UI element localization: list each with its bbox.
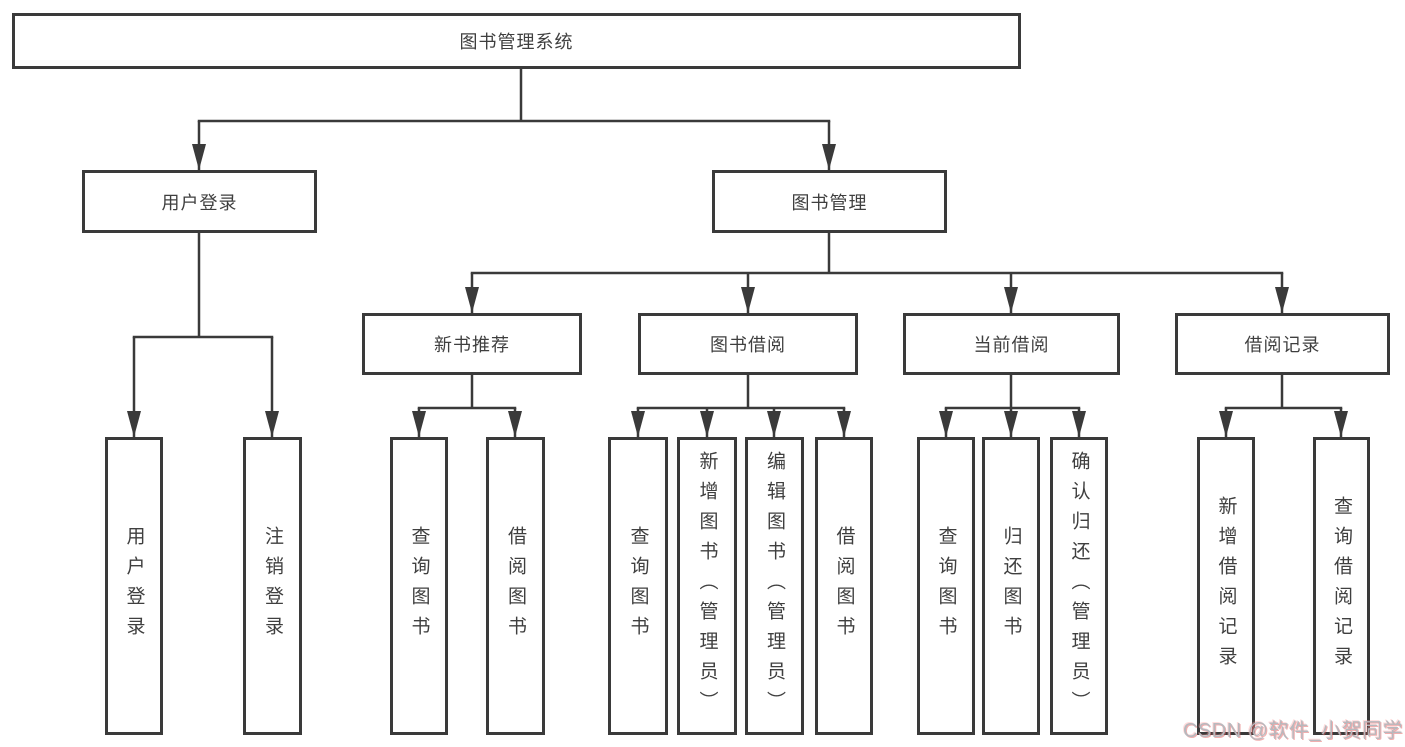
leaf-add-borrow-record-label: 新增借阅记录 bbox=[1215, 496, 1237, 676]
node-borrowing-records: 借阅记录 bbox=[1175, 313, 1390, 375]
leaf-borrow-books-label: 借阅图书 bbox=[833, 526, 855, 646]
leaf-edit-books-admin: 编辑图书（管理员） bbox=[745, 437, 804, 735]
leaf-return-books: 归还图书 bbox=[982, 437, 1040, 735]
leaf-logout: 注销登录 bbox=[243, 437, 302, 735]
node-current-borrowing: 当前借阅 bbox=[903, 313, 1120, 375]
node-user-login: 用户登录 bbox=[82, 170, 317, 233]
node-borrowing-records-label: 借阅记录 bbox=[1244, 335, 1321, 355]
leaf-add-books-admin: 新增图书（管理员） bbox=[677, 437, 737, 735]
node-book-management-label: 图书管理 bbox=[791, 192, 868, 213]
leaf-recommend-query-books-label: 查询图书 bbox=[408, 526, 430, 646]
leaf-return-books-label: 归还图书 bbox=[1000, 526, 1022, 646]
leaf-add-borrow-record: 新增借阅记录 bbox=[1197, 437, 1255, 735]
leaf-query-borrow-record: 查询借阅记录 bbox=[1313, 437, 1370, 735]
leaf-logout-label: 注销登录 bbox=[262, 526, 283, 646]
node-root-system-label: 图书管理系统 bbox=[459, 32, 574, 52]
node-user-login-label: 用户登录 bbox=[161, 192, 238, 213]
node-new-book-recommend: 新书推荐 bbox=[362, 313, 582, 375]
node-book-borrowing: 图书借阅 bbox=[638, 313, 858, 375]
leaf-recommend-borrow-books-label: 借阅图书 bbox=[505, 526, 526, 646]
leaf-current-query-books-label: 查询图书 bbox=[935, 526, 957, 646]
leaf-user-login: 用户登录 bbox=[105, 437, 163, 735]
leaf-confirm-return-admin: 确认归还（管理员） bbox=[1050, 437, 1108, 735]
leaf-confirm-return-admin-label: 确认归还（管理员） bbox=[1068, 451, 1090, 721]
node-book-management: 图书管理 bbox=[712, 170, 947, 233]
leaf-recommend-query-books: 查询图书 bbox=[390, 437, 448, 735]
leaf-user-login-label: 用户登录 bbox=[123, 526, 145, 646]
leaf-recommend-borrow-books: 借阅图书 bbox=[486, 437, 545, 735]
leaf-borrowing-query-books-label: 查询图书 bbox=[627, 526, 649, 646]
leaf-add-books-admin-label: 新增图书（管理员） bbox=[696, 451, 718, 721]
connector-arrows bbox=[127, 121, 1348, 437]
node-current-borrowing-label: 当前借阅 bbox=[973, 335, 1050, 355]
csdn-watermark: CSDN @软件_小贺同学 bbox=[1183, 720, 1404, 742]
leaf-borrow-books: 借阅图书 bbox=[815, 437, 873, 735]
connector-segments bbox=[132, 67, 1343, 410]
node-book-borrowing-label: 图书借阅 bbox=[710, 335, 786, 355]
node-new-book-recommend-label: 新书推荐 bbox=[434, 335, 510, 355]
leaf-current-query-books: 查询图书 bbox=[917, 437, 975, 735]
leaf-edit-books-admin-label: 编辑图书（管理员） bbox=[764, 451, 785, 721]
leaf-query-borrow-record-label: 查询借阅记录 bbox=[1331, 496, 1352, 676]
node-root-system: 图书管理系统 bbox=[12, 13, 1021, 69]
leaf-borrowing-query-books: 查询图书 bbox=[608, 437, 668, 735]
